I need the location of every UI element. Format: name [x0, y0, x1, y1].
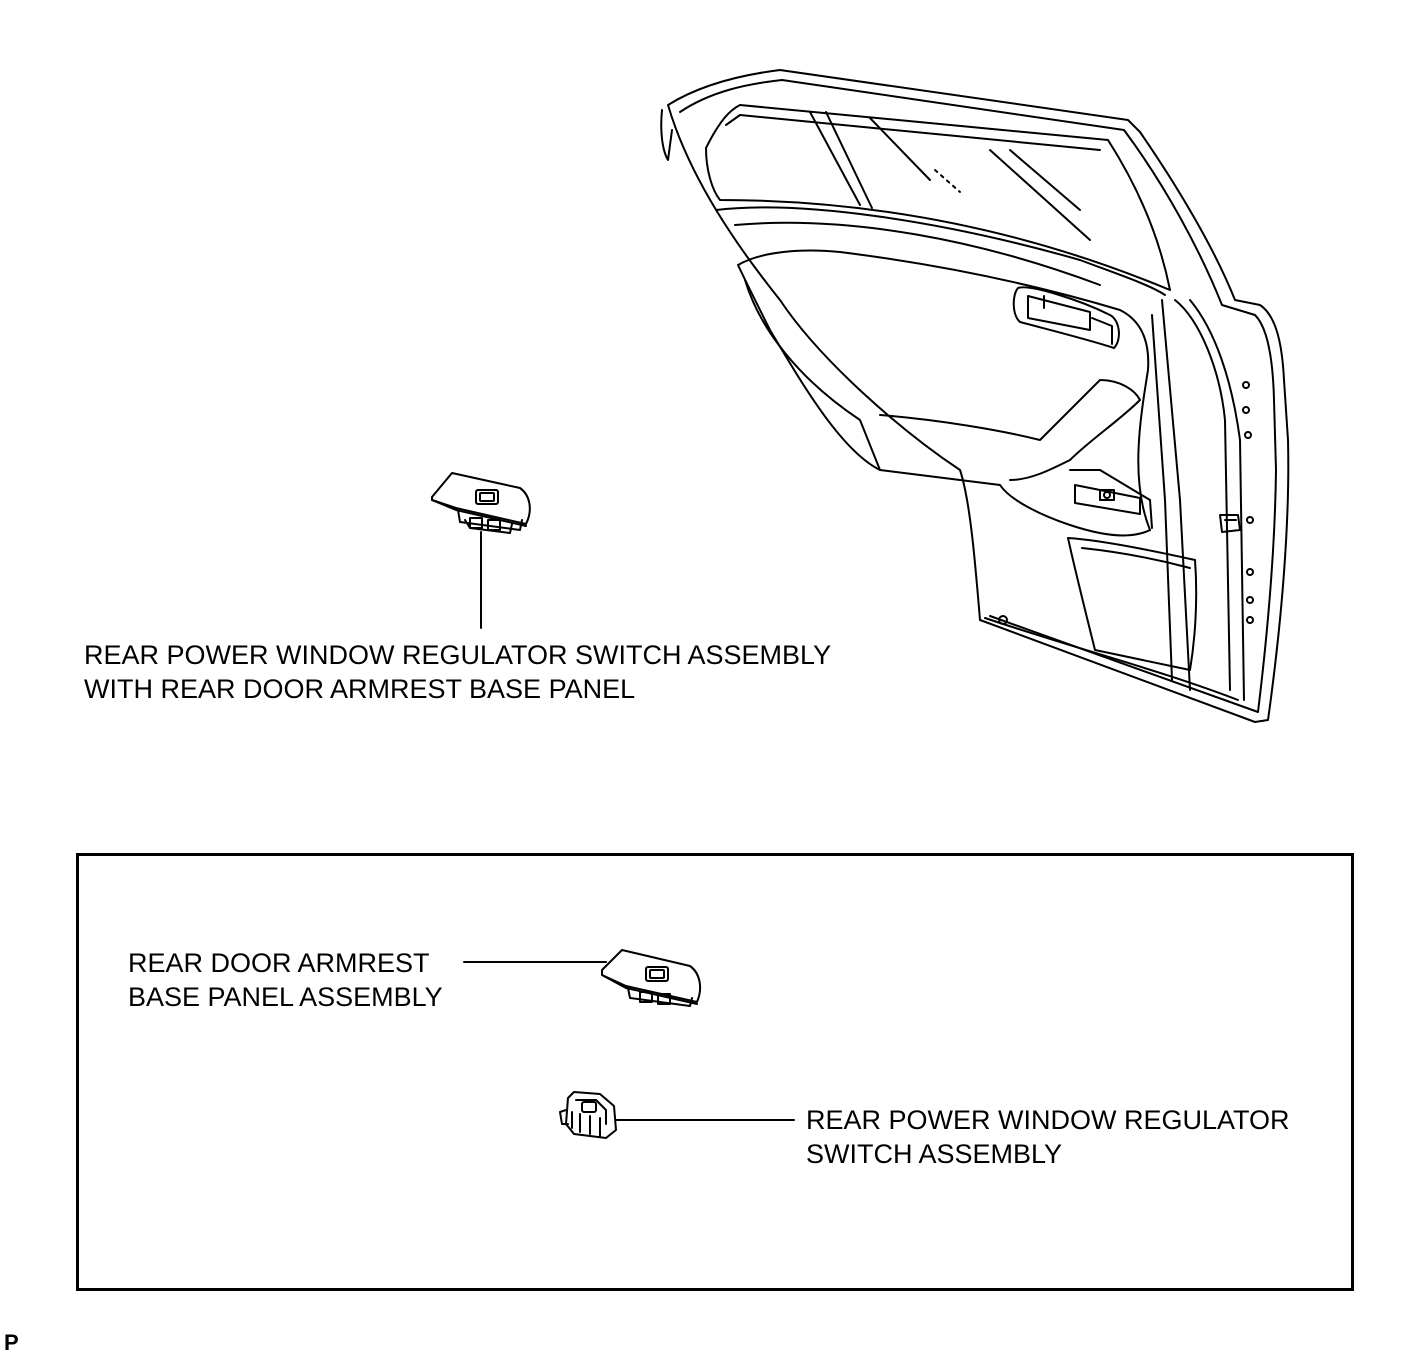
armrest-switch-assembly-icon: [431, 472, 531, 534]
armrest-base-panel-icon: [601, 949, 702, 1007]
switch-assembly-label-line2: SWITCH ASSEMBLY: [806, 1139, 1063, 1169]
window-switch-icon: [559, 1091, 617, 1139]
armrest-panel-label-line1: REAR DOOR ARMREST: [128, 948, 430, 978]
armrest-panel-label-line2: BASE PANEL ASSEMBLY: [128, 982, 443, 1012]
switch-assembly-label-line1: REAR POWER WINDOW REGULATOR: [806, 1105, 1290, 1135]
corner-mark: P: [4, 1330, 19, 1355]
main-part-label-line1: REAR POWER WINDOW REGULATOR SWITCH ASSEM…: [84, 640, 832, 670]
switch-assembly-label: REAR POWER WINDOW REGULATOR SWITCH ASSEM…: [806, 1103, 1290, 1171]
armrest-panel-label: REAR DOOR ARMREST BASE PANEL ASSEMBLY: [128, 946, 443, 1014]
rear-door-icon: [660, 69, 1290, 723]
main-part-label: REAR POWER WINDOW REGULATOR SWITCH ASSEM…: [84, 638, 831, 706]
detail-box: [76, 853, 1354, 1291]
main-part-label-line2: WITH REAR DOOR ARMREST BASE PANEL: [84, 674, 636, 704]
